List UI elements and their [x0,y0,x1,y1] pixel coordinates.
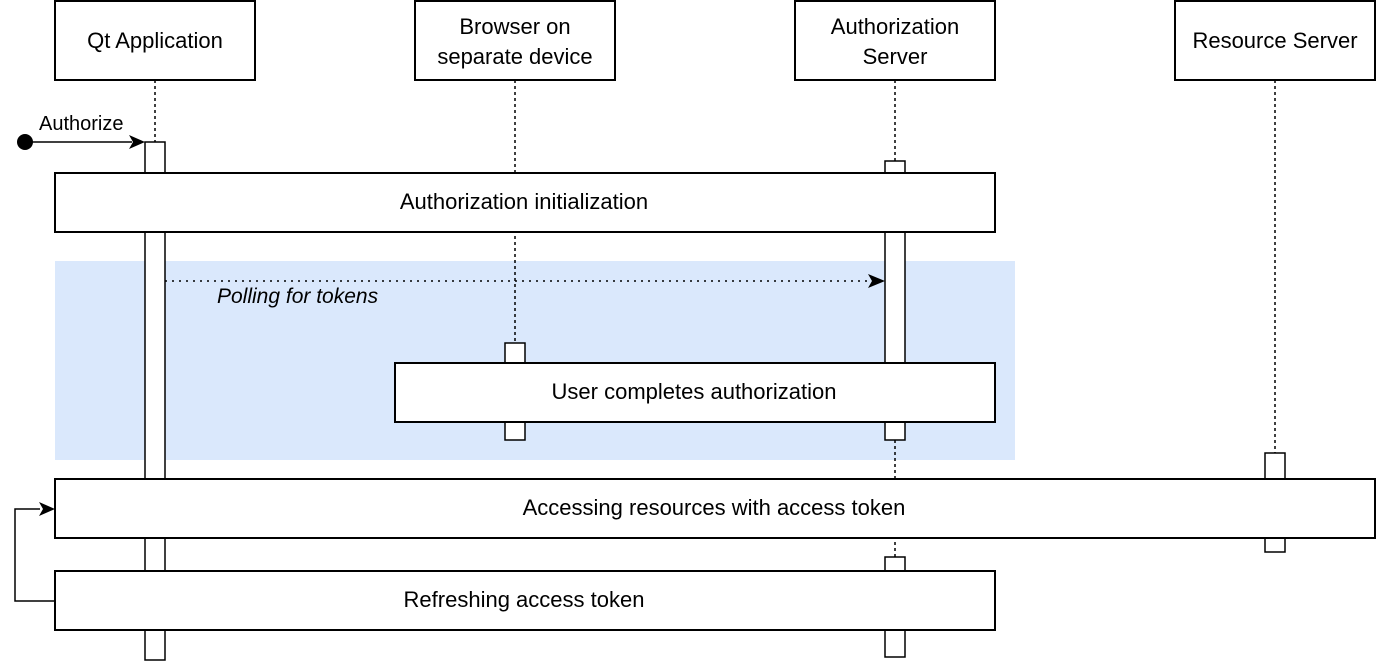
polling-message: Polling for tokens [165,274,885,308]
refresh-loop-arrow [14,502,55,602]
participant-label-line-1: Browser on [459,14,570,39]
participant-label: Qt Application [87,28,223,53]
participant-qt-application: Qt Application [54,0,256,81]
step-authorization-initialization: Authorization initialization [54,172,996,233]
step-label: Accessing resources with access token [523,495,906,520]
polling-arrowhead [868,274,885,288]
step-label: Authorization initialization [400,189,648,214]
step-refreshing-token: Refreshing access token [54,570,996,631]
loop-arrowhead [39,502,55,516]
participant-resource-server: Resource Server [1174,0,1376,81]
step-label: Refreshing access token [404,587,645,612]
step-user-completes-authorization: User completes authorization [394,362,996,423]
loop-arrow-line [14,508,55,602]
step-accessing-resources: Accessing resources with access token [54,478,1376,539]
polling-region [55,261,1015,460]
participant-label: Resource Server [1192,28,1357,53]
participant-label-line-2: separate device [437,44,592,69]
authorize-message: Authorize [17,113,145,150]
participant-label-line-1: Authorization [831,14,959,39]
polling-label: Polling for tokens [217,285,379,308]
step-label: User completes authorization [552,379,837,404]
participant-browser-separate-device: Browser on separate device [414,0,616,81]
authorize-label: Authorize [39,113,124,135]
participant-label-line-2: Server [863,44,928,69]
participant-authorization-server: Authorization Server [794,0,996,81]
authorize-arrowhead [129,135,145,149]
